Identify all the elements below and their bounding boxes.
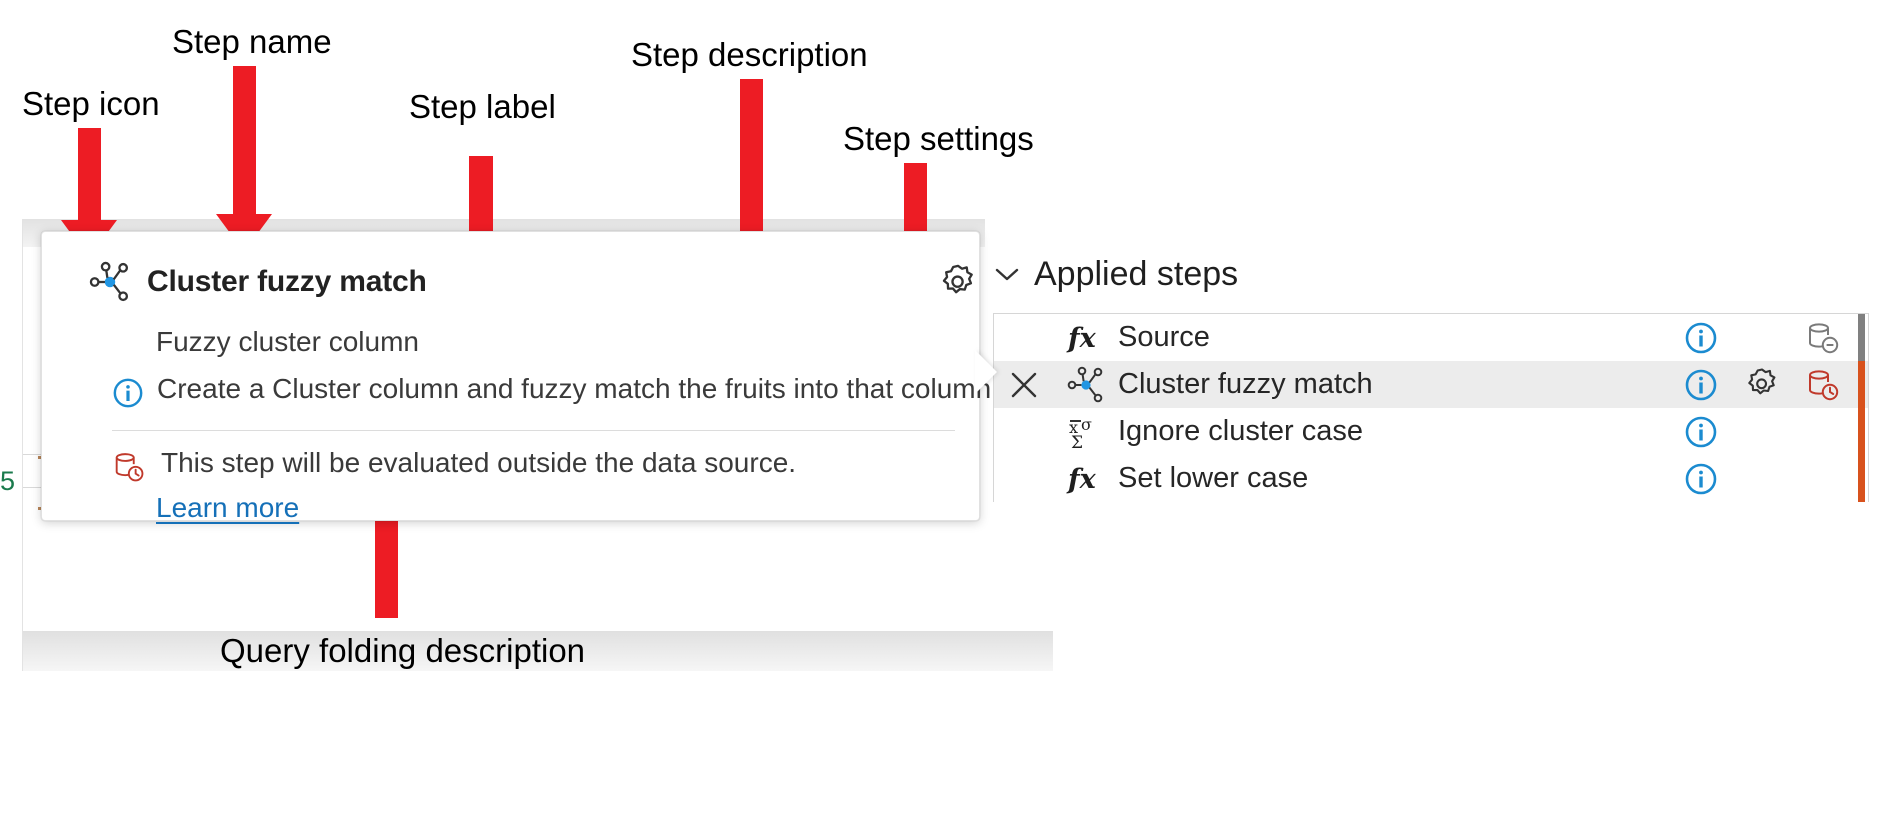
step-name-label: Cluster fuzzy match bbox=[1118, 368, 1373, 400]
tooltip-folding-row: This step will be evaluated outside the … bbox=[111, 447, 796, 485]
info-icon bbox=[112, 377, 144, 409]
applied-steps-list: fx Source bbox=[993, 313, 1869, 502]
stats-icon: x σ Σ bbox=[1054, 412, 1118, 452]
fold-indicator-bar bbox=[1854, 408, 1868, 455]
cluster-fuzzy-match-icon bbox=[1054, 364, 1118, 406]
chevron-down-icon[interactable] bbox=[994, 263, 1020, 287]
tooltip-step-label: Fuzzy cluster column bbox=[156, 326, 419, 357]
gear-icon[interactable] bbox=[937, 262, 979, 309]
annotation-query-folding-label: Query folding description bbox=[220, 632, 586, 669]
cluster-fuzzy-match-icon bbox=[87, 259, 133, 305]
arrow-shaft-query-folding bbox=[375, 497, 398, 618]
tooltip-step-name: Cluster fuzzy match bbox=[147, 265, 427, 298]
applied-steps-title: Applied steps bbox=[1034, 255, 1239, 293]
tooltip-step-description: Create a Cluster column and fuzzy match … bbox=[157, 373, 992, 404]
fold-indicator-bar bbox=[1854, 361, 1868, 408]
arrow-shaft-step-settings bbox=[904, 163, 927, 238]
tooltip-query-folding-text: This step will be evaluated outside the … bbox=[161, 447, 797, 478]
table-row[interactable]: Cluster fuzzy match bbox=[994, 361, 1868, 408]
svg-text:fx: fx bbox=[1066, 323, 1097, 354]
database-clock-icon bbox=[111, 449, 147, 485]
fx-icon: fx bbox=[1054, 319, 1118, 357]
gear-icon[interactable] bbox=[1732, 366, 1792, 404]
tooltip-description-row: Create a Cluster column and fuzzy match … bbox=[112, 373, 991, 409]
grid-marker-dot bbox=[38, 507, 41, 510]
step-name-label: Source bbox=[1118, 321, 1210, 353]
info-icon[interactable] bbox=[1670, 368, 1732, 402]
applied-steps-panel: Applied steps fx Source bbox=[985, 219, 1883, 599]
svg-text:x: x bbox=[1069, 418, 1078, 437]
arrow-shaft-step-icon bbox=[78, 128, 101, 220]
step-name-label: Ignore cluster case bbox=[1118, 415, 1364, 447]
info-icon[interactable] bbox=[1670, 321, 1732, 355]
annotation-step-description-label: Step description bbox=[631, 36, 868, 73]
step-tooltip-card: Cluster fuzzy match Fuzzy cluster column… bbox=[41, 231, 991, 523]
close-icon[interactable] bbox=[994, 368, 1054, 402]
applied-steps-header[interactable]: Applied steps bbox=[994, 255, 1238, 294]
step-name-label: Set lower case bbox=[1118, 462, 1309, 494]
fx-icon: fx bbox=[1054, 460, 1118, 498]
window-status-strip bbox=[23, 631, 1053, 671]
info-icon[interactable] bbox=[1670, 462, 1732, 496]
learn-more-link[interactable]: Learn more bbox=[156, 492, 300, 523]
annotation-step-icon-label: Step icon bbox=[22, 85, 160, 122]
table-row[interactable]: fx Source bbox=[994, 314, 1868, 361]
table-row[interactable]: x σ Σ Ignore cluster case bbox=[994, 408, 1868, 455]
tooltip-title-row: Cluster fuzzy match bbox=[87, 259, 427, 305]
database-clock-icon bbox=[1792, 366, 1854, 404]
svg-text:σ: σ bbox=[1081, 415, 1092, 434]
grid-marker-dot bbox=[38, 456, 41, 459]
annotation-step-settings-label: Step settings bbox=[843, 120, 1034, 157]
info-icon[interactable] bbox=[1670, 415, 1732, 449]
table-row[interactable]: fx Set lower case bbox=[994, 455, 1868, 502]
grid-cell-value: 5 bbox=[0, 466, 16, 496]
arrow-shaft-step-name bbox=[233, 66, 256, 214]
annotation-step-name-label: Step name bbox=[172, 23, 332, 60]
annotation-step-label-label: Step label bbox=[409, 88, 556, 125]
svg-text:fx: fx bbox=[1066, 464, 1097, 495]
tooltip-separator bbox=[112, 430, 955, 431]
svg-text:Σ: Σ bbox=[1071, 433, 1083, 452]
fold-indicator-bar bbox=[1854, 455, 1868, 502]
tooltip-callout-notch bbox=[975, 350, 997, 394]
database-minus-icon bbox=[1792, 319, 1854, 357]
fold-indicator-bar bbox=[1854, 314, 1868, 361]
